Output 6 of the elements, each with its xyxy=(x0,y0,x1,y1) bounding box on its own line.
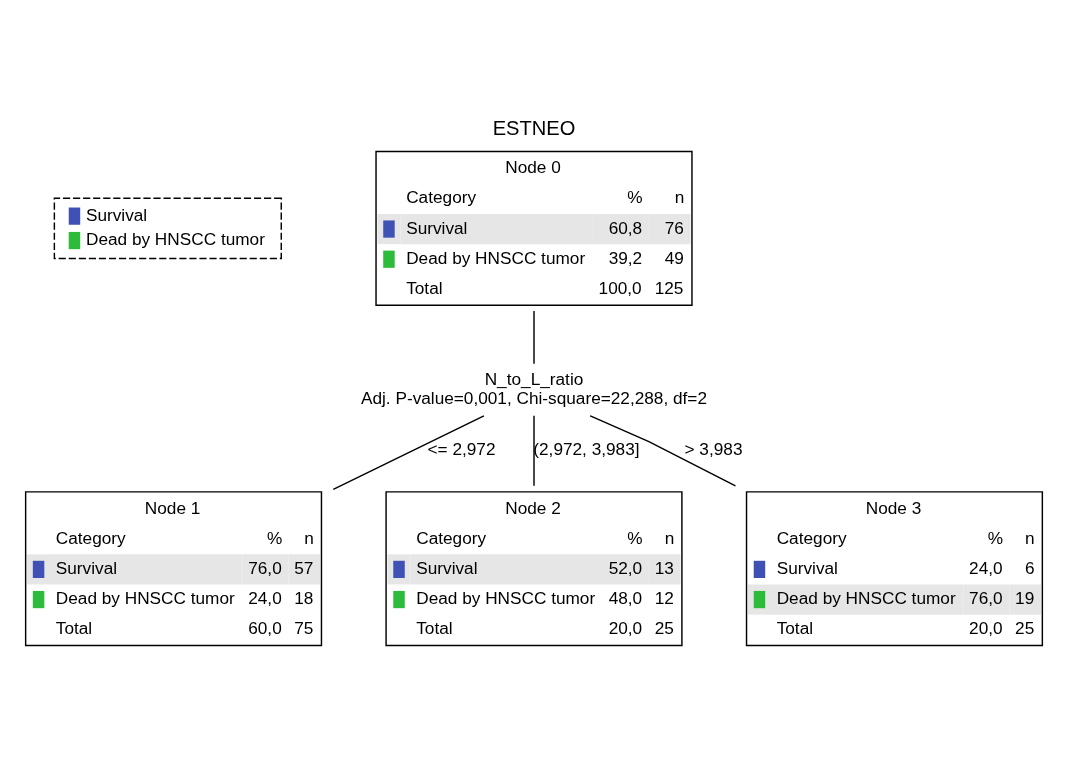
legend-label: Dead by HNSCC tumor xyxy=(85,229,265,249)
legend-label: Survival xyxy=(85,204,148,225)
diagram-title: ESTNEO xyxy=(492,116,576,139)
edge-label: <= 2,972 xyxy=(427,439,496,460)
node-text: N_to_L_ratio Adj. P-value=0,001, Chi-square=22,288, df=2 xyxy=(360,369,708,408)
edge-label: > 3,983 xyxy=(684,439,743,460)
